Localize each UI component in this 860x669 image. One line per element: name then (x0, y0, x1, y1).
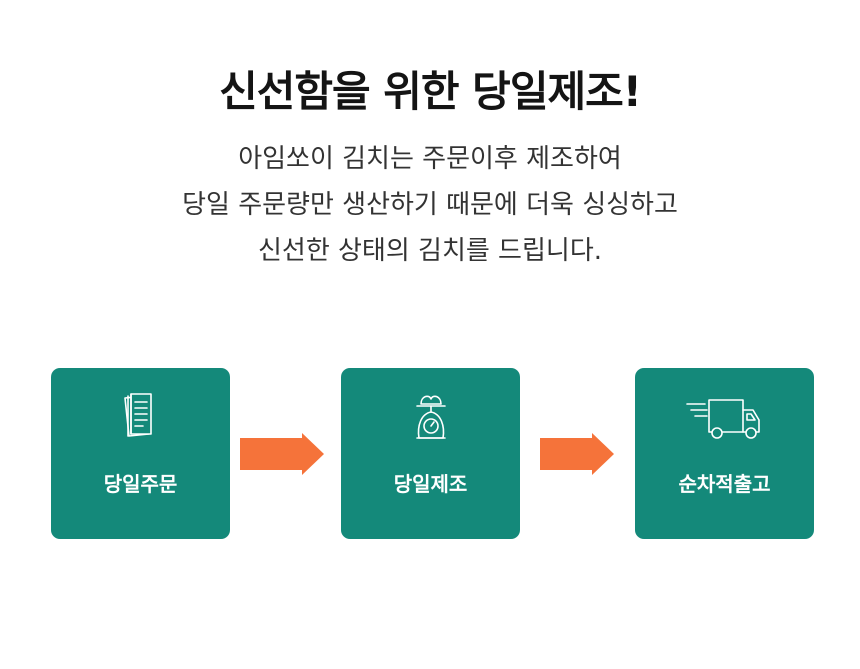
step-label: 당일주문 (103, 472, 178, 496)
step-label: 순차적출고 (678, 472, 771, 496)
delivery-truck-icon (635, 390, 814, 442)
description: 아임쏘이 김치는 주문이후 제조하여 당일 주문량만 생산하기 때문에 더욱 싱… (0, 136, 860, 274)
page-title: 신선함을 위한 당일제조! (219, 67, 642, 116)
arrow-right-icon (240, 433, 324, 475)
description-line: 신선한 상태의 김치를 드립니다. (257, 236, 603, 266)
step-card-production: 당일제조 (341, 368, 520, 539)
step-card-shipping: 순차적출고 (635, 368, 814, 539)
scale-icon (341, 390, 520, 442)
arrow-right-icon (540, 433, 614, 475)
description-line: 아임쏘이 김치는 주문이후 제조하여 (238, 144, 622, 174)
description-line: 당일 주문량만 생산하기 때문에 더욱 싱싱하고 (182, 190, 678, 220)
step-label: 당일제조 (393, 472, 468, 496)
step-card-order: 당일주문 (51, 368, 230, 539)
document-icon (51, 390, 230, 442)
